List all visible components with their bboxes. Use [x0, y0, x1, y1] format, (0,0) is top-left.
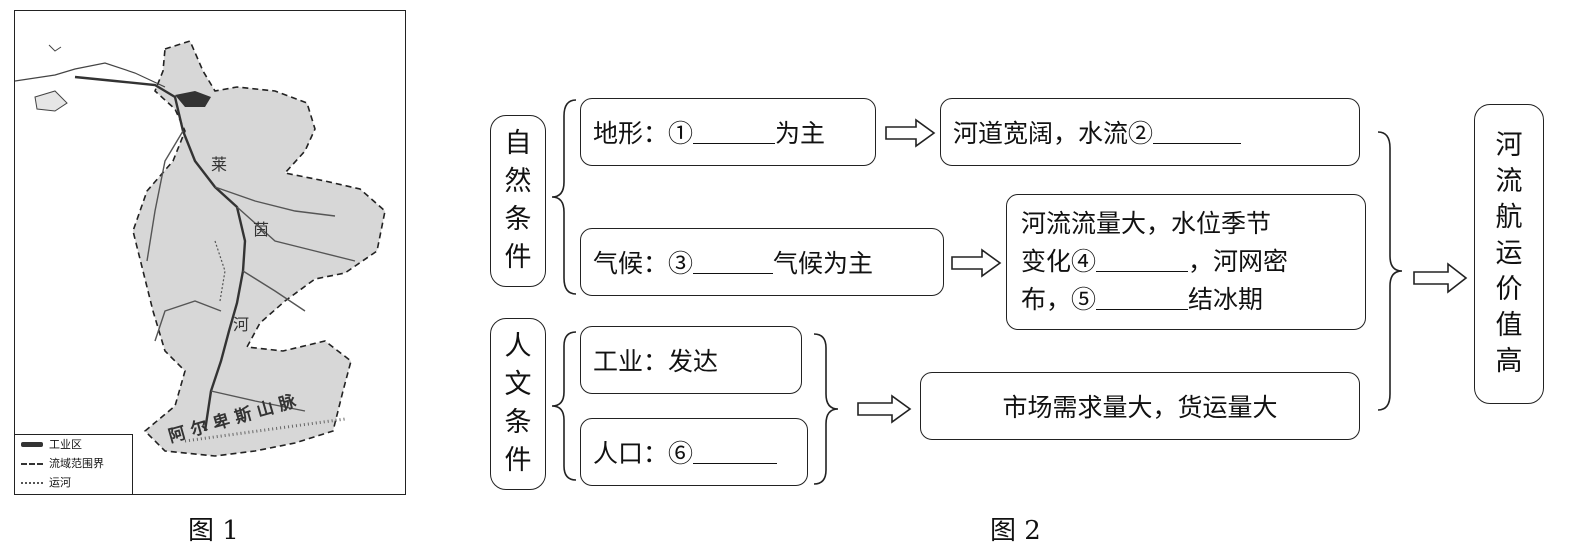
industry-box: 工业：发达 — [580, 326, 802, 394]
climate-suffix: 气候为主 — [773, 249, 874, 278]
human-conditions-box: 人 文 条 件 — [490, 318, 546, 490]
climate-box: 气候：③ 气候为主 — [580, 228, 944, 296]
terrain-box: 地形：① 为主 — [580, 98, 876, 166]
river-label-2: 茵 — [253, 220, 270, 239]
terrain-result-box: 河道宽阔，水流② — [940, 98, 1360, 166]
legend-label: 运河 — [49, 476, 71, 489]
legend-boundary: 流域范围界 — [15, 455, 132, 473]
arrow-result — [1413, 262, 1468, 294]
arrow-climate — [951, 248, 1002, 278]
arrow-human — [857, 394, 912, 424]
blank-6 — [693, 440, 778, 464]
climate-result-line2: 变化④，河网密 — [1021, 247, 1289, 276]
population-prefix: 人口：⑥ — [593, 439, 694, 468]
blank-5 — [1096, 286, 1189, 310]
result-brace — [1377, 131, 1403, 411]
map-figure: 莱 茵 河 阿 尔 卑 斯 山 脉 工业区 流域范围界 运河 — [14, 10, 406, 495]
climate-prefix: 气候：③ — [593, 249, 694, 278]
legend-canal: 运河 — [15, 474, 132, 492]
legend-label: 工业区 — [49, 438, 82, 451]
rhine-basin-map — [15, 40, 386, 457]
legend-label: 流域范围界 — [49, 457, 104, 470]
arrow-terrain — [885, 118, 936, 148]
terrain-prefix: 地形：① — [593, 119, 694, 148]
dashed-line-icon — [21, 463, 43, 465]
terrain-result-prefix: 河道宽阔，水流② — [953, 119, 1154, 148]
market-text: 市场需求量大，货运量大 — [1002, 393, 1278, 422]
blank-2 — [1153, 120, 1242, 144]
figure2-caption: 图 2 — [990, 516, 1041, 546]
terrain-suffix: 为主 — [775, 119, 826, 148]
market-box: 市场需求量大，货运量大 — [920, 372, 1360, 440]
river-label-3: 河 — [233, 315, 250, 334]
natural-brace — [551, 99, 577, 295]
blank-4 — [1096, 248, 1189, 272]
industrial-zone — [175, 91, 211, 107]
industry-text: 工业：发达 — [593, 347, 719, 376]
population-box: 人口：⑥ — [580, 418, 808, 486]
human-result-brace — [813, 333, 839, 485]
legend-industrial: 工业区 — [15, 436, 132, 454]
canal-icon — [21, 482, 43, 484]
natural-conditions-box: 自 然 条 件 — [490, 115, 546, 287]
blank-1 — [693, 120, 776, 144]
basin-area — [132, 40, 386, 457]
river-label-1: 莱 — [211, 155, 228, 174]
result-box: 河 流 航 运 价 值 高 — [1474, 104, 1544, 404]
map-legend: 工业区 流域范围界 运河 — [15, 434, 133, 494]
industrial-icon — [21, 442, 43, 447]
climate-result-line1: 河流流量大，水位季节 — [1021, 209, 1272, 238]
figure1-caption: 图 1 — [188, 516, 239, 546]
human-brace — [551, 331, 577, 481]
blank-3 — [693, 250, 774, 274]
